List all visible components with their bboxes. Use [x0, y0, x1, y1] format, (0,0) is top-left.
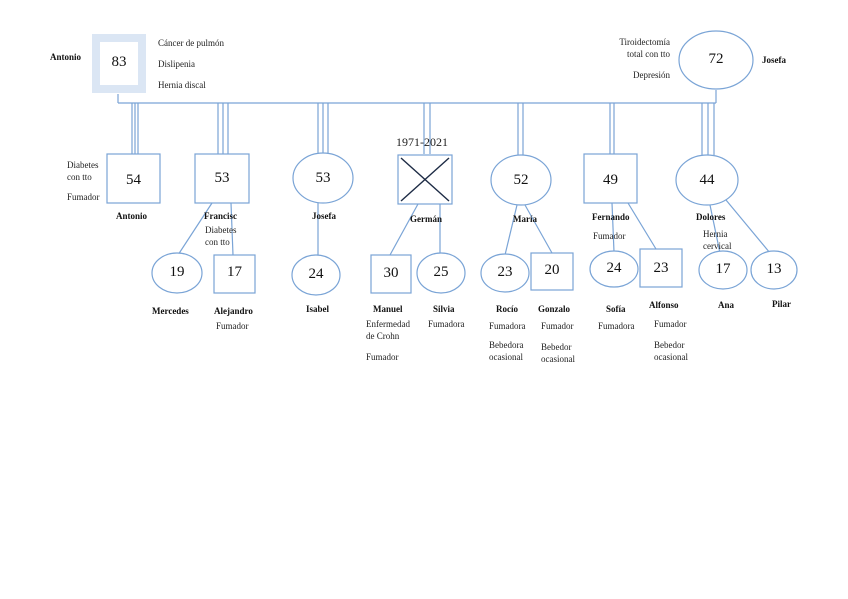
grandchild-age: 17	[227, 264, 242, 280]
child-circle-josefa	[292, 152, 354, 204]
grandchild-circle-isabel	[291, 254, 341, 296]
grandchild-note: de Crohn	[366, 331, 400, 341]
grandchild-name: Ana	[718, 300, 735, 310]
grandchild-age: 24	[308, 266, 324, 282]
grandchild-name: Gonzalo	[538, 304, 571, 314]
child-age: 53	[214, 170, 230, 186]
grandchild-circle-silvia	[416, 252, 466, 294]
child-name: Francisc	[204, 211, 237, 221]
grandchild-note: Fumador	[216, 321, 249, 331]
grandchild-note: Bebedora	[489, 340, 524, 350]
grandfather-note: Dislipenia	[158, 59, 195, 69]
child-note: Fumador	[593, 231, 626, 241]
child-name: Dolores	[696, 212, 726, 222]
child-name: Josefa	[312, 211, 336, 221]
child-note: Diabetes	[67, 160, 99, 170]
grandchild-note: Fumador	[366, 352, 399, 362]
child-name: Fernando	[592, 212, 630, 222]
child-square-francisc	[194, 153, 250, 204]
grandchild-links	[177, 199, 771, 256]
grandchild-name: Silvia	[433, 304, 455, 314]
grandmother-note: Tiroidectomía	[619, 37, 670, 47]
child-note: cervical	[703, 241, 732, 251]
grandchild-name: Alfonso	[649, 300, 679, 310]
grandmother-age: 72	[708, 51, 724, 67]
grandfather-age: 83	[111, 54, 127, 70]
grandchild-age: 30	[383, 265, 399, 281]
grandchild-note: Fumadora	[428, 319, 465, 329]
grandchild-name: Pilar	[772, 299, 791, 309]
grandchild-name: Mercedes	[152, 306, 189, 316]
grandchild-age: 24	[606, 260, 622, 276]
grandchild-circle-mercedes	[151, 252, 203, 294]
grandchild-age: 17	[715, 261, 731, 277]
grandchild-square-manuel	[370, 254, 412, 294]
deceased-cross-icon	[400, 157, 450, 202]
grandfather-name: Antonio	[50, 52, 82, 62]
child-note: Hernia	[703, 229, 728, 239]
grandchild-note: Fumador	[654, 319, 687, 329]
grandchild-circle-pilar	[750, 250, 798, 290]
child-age: 49	[603, 172, 618, 188]
grandchild-name: Isabel	[306, 304, 330, 314]
child-square-antonio	[106, 153, 161, 204]
child-circle-dolores	[675, 154, 739, 206]
grandchild-age: 20	[544, 262, 560, 278]
child-age: 44	[699, 172, 715, 188]
grandchild-note: Fumadora	[598, 321, 635, 331]
grandfather-note: Cáncer de pulmón	[158, 38, 224, 48]
child-note: con tto	[67, 172, 92, 182]
grandchild-age: 19	[169, 264, 185, 280]
grandchild-note: ocasional	[654, 352, 688, 362]
grandchild-square-alejandro	[213, 254, 256, 294]
child-note: Fumador	[67, 192, 100, 202]
child-drop-lines	[131, 103, 715, 155]
child-name: María	[513, 214, 537, 224]
grandchild-name: Manuel	[373, 304, 403, 314]
grandchild-name: Alejandro	[214, 306, 253, 316]
grandmother-circle	[678, 30, 754, 90]
child-note: con tto	[205, 237, 230, 247]
grandchild-age: 23	[497, 264, 513, 280]
grandchild-note: Fumadora	[489, 321, 526, 331]
grandchild-age: 23	[653, 260, 669, 276]
grandfather-note: Hernia discal	[158, 80, 206, 90]
grandchild-note: ocasional	[489, 352, 523, 362]
child-years: 1971-2021	[396, 135, 448, 149]
child-circle-maria	[490, 154, 552, 206]
grandchild-name: Rocío	[496, 304, 518, 314]
grandchild-age: 13	[766, 261, 782, 277]
child-age: 54	[126, 172, 141, 188]
grandchild-name: Sofía	[606, 304, 626, 314]
child-age: 52	[513, 172, 529, 188]
child-age: 53	[315, 170, 331, 186]
grandmother-note: Depresión	[633, 70, 670, 80]
grandchild-note: Enfermedad	[366, 319, 410, 329]
grandmother-name: Josefa	[762, 55, 786, 65]
child-name: Germán	[410, 214, 442, 224]
grandchild-circle-sofia	[589, 250, 639, 288]
child-square-fernando	[583, 153, 638, 204]
grandmother-note: total con tto	[627, 49, 670, 59]
grandchild-square-alfonso	[639, 248, 683, 288]
grandchild-note: Fumador	[541, 321, 574, 331]
child-name: Antonio	[116, 211, 148, 221]
grandchild-circle-rocio	[480, 253, 530, 293]
index-square-inner	[100, 42, 138, 85]
grandchild-note: ocasional	[541, 354, 575, 364]
child-note: Diabetes	[205, 225, 237, 235]
grandchild-square-gonzalo	[530, 252, 574, 291]
grandchild-age: 25	[433, 264, 449, 280]
grandchild-circle-ana	[698, 250, 748, 290]
grandchild-note: Bebedor	[541, 342, 572, 352]
grandchild-note: Bebedor	[654, 340, 685, 350]
